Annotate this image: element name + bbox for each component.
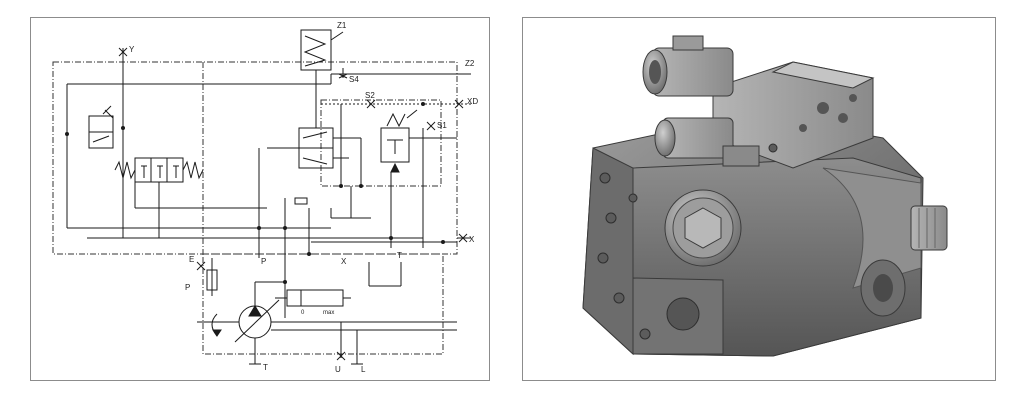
label-l: L: [361, 365, 366, 374]
tank-t: [368, 262, 402, 287]
pressure-cutoff-valve: [380, 109, 457, 248]
left-directional-valve: [114, 157, 204, 183]
solenoid-cartridge: [642, 35, 734, 97]
label-z1: Z1: [337, 21, 347, 30]
label-z2: Z2: [465, 59, 475, 68]
control-block-boundary: [52, 61, 458, 355]
central-control-valve: [267, 127, 361, 169]
pump-rendering: [582, 35, 948, 357]
s2-xd-line: [321, 99, 471, 109]
label-y: Y: [129, 45, 135, 54]
label-x-mid: X: [341, 257, 347, 266]
stroking-cylinder: [275, 289, 351, 307]
label-s1: S1: [437, 121, 447, 130]
e-port: [196, 258, 218, 296]
label-s4: S4: [349, 75, 359, 84]
hydraulic-schematic-panel: Z1 Z2 Y S4 S2 XD S1 X E P X T P T U L 0 …: [30, 17, 490, 381]
label-cylinder-max: max: [323, 310, 334, 316]
schematic-labels: Z1 Z2 Y S4 S2 XD S1 X E P X T P T U L 0 …: [129, 21, 478, 374]
port-cap: [664, 189, 742, 267]
housing-boss: [860, 259, 906, 317]
valve-cartridge: [654, 117, 760, 167]
y-port: [118, 47, 128, 238]
drive-shaft: [910, 205, 948, 251]
label-s2: S2: [365, 91, 375, 100]
label-e: E: [189, 255, 194, 264]
label-xd: XD: [467, 97, 478, 106]
label-x-right: X: [469, 235, 475, 244]
label-p-upper: P: [261, 257, 266, 266]
housing-bolts: [597, 143, 778, 340]
label-t-mid: T: [397, 251, 402, 260]
x-port: [457, 233, 471, 243]
label-u: U: [335, 365, 341, 374]
label-p-left: P: [185, 283, 190, 292]
z1-solenoid: [300, 29, 344, 128]
label-t-bottom: T: [263, 363, 268, 372]
variable-displacement-pump: [197, 281, 457, 365]
label-cylinder-min: 0: [301, 310, 305, 316]
pump-housing: [582, 113, 924, 357]
pump-rendering-panel: [522, 17, 996, 381]
junction-dots: [65, 102, 445, 284]
hydraulic-schematic: Z1 Z2 Y S4 S2 XD S1 X E P X T P T U L 0 …: [52, 21, 478, 374]
control-block: [712, 61, 875, 169]
pressure-relief-valve: [88, 105, 114, 149]
